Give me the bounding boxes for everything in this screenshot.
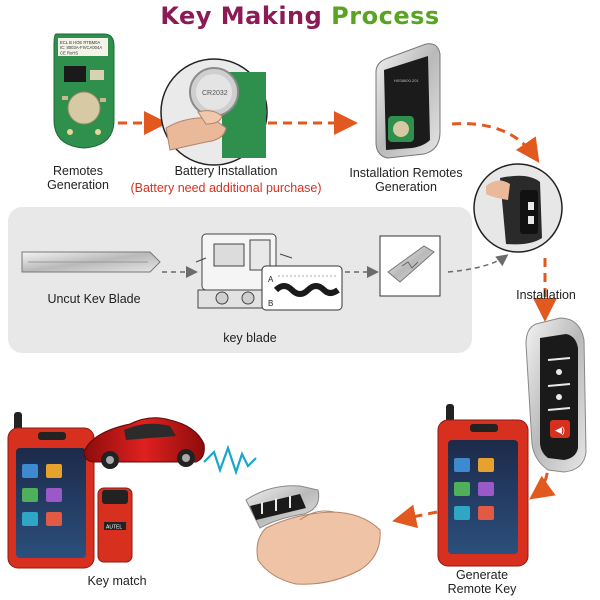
dongle-brand: AUTEL	[106, 525, 122, 531]
svg-text:H0S8600-201: H0S8600-201	[394, 78, 419, 83]
finished-smart-key-image: ◀)	[525, 317, 587, 473]
label-installation-remotes-generation: Installation Remotes Generation	[349, 166, 463, 194]
key-cutting-machine-image	[195, 233, 293, 309]
label-remotes-generation: Remotes Generation	[47, 164, 109, 192]
blade-diagram-label-b: B	[268, 299, 273, 308]
svg-text:◀): ◀)	[555, 425, 565, 435]
cut-key-image	[379, 235, 441, 297]
chip-label-line1: ECL B HOE RTBM0A	[60, 40, 100, 45]
title-part-2: Process	[331, 2, 440, 30]
label-uncut-key-blade: Uncut Kev Blade	[47, 292, 141, 306]
battery-installation-image: CR2032	[160, 58, 268, 166]
arrow-generate-to-match	[392, 504, 438, 529]
installation-image	[473, 163, 563, 253]
red-car-image	[83, 417, 205, 469]
arrow-cut-key-to-installation	[447, 254, 509, 273]
remote-shell-image: H0S8600-201	[375, 43, 441, 159]
obd-dongle-image: AUTEL	[97, 487, 133, 563]
label-installation: Installation	[516, 288, 576, 302]
generate-remote-key-device	[437, 404, 529, 567]
label-battery-installation: Battery Installation	[174, 164, 278, 178]
hand-holding-key-image	[245, 485, 381, 585]
key-match-device	[7, 412, 95, 569]
label-battery-note: (Battery need additional purchase)	[130, 181, 322, 195]
label-key-match: Key match	[87, 574, 147, 588]
signal-wave-icon	[203, 444, 257, 476]
uncut-key-blade-image	[21, 251, 161, 273]
chip-label-line3: CE RoHS	[60, 51, 78, 56]
label-key-blade: key blade	[223, 331, 277, 345]
title-part-1: Key Making	[160, 2, 323, 30]
blade-diagram-label-a: A	[268, 275, 274, 284]
page-title: Key Making Process	[0, 2, 600, 30]
arrow-shell-to-installation	[451, 122, 540, 163]
blade-diagram: A B	[261, 265, 343, 311]
label-generate-remote-key: Generate Remote Key	[447, 568, 517, 596]
chip-label-line2: IC: 8003A-FIVCA004A	[60, 45, 102, 50]
remote-chip-board: ECL B HOE RTBM0A IC: 8003A-FIVCA004A CE …	[53, 33, 115, 149]
svg-text:CR2032: CR2032	[202, 90, 228, 97]
